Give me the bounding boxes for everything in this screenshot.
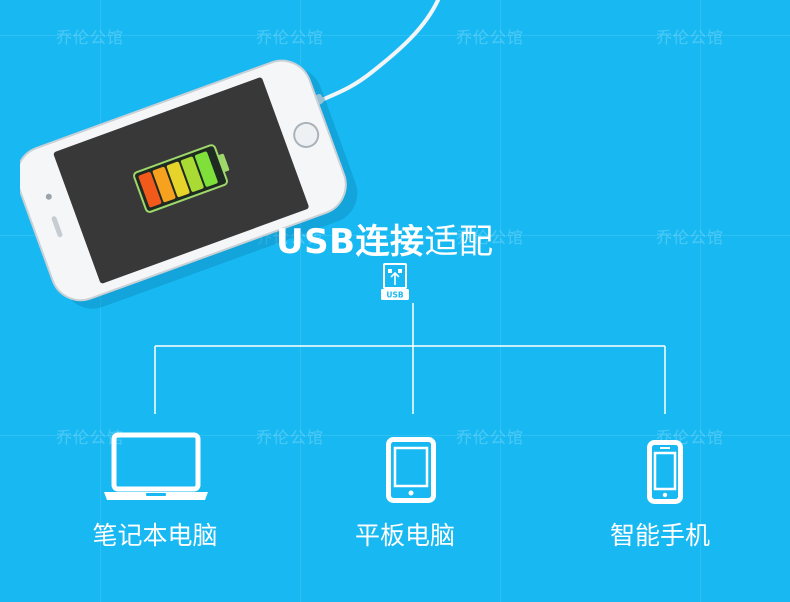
title-strong: USB连接 <box>276 222 425 262</box>
charging-cable <box>320 0 440 102</box>
grid-line <box>300 0 301 602</box>
tablet-icon <box>386 437 436 503</box>
grid-line <box>0 435 790 436</box>
watermark: 乔伦公馆 <box>256 428 325 447</box>
device-label-tablet: 平板电脑 <box>354 521 455 550</box>
watermark: 乔伦公馆 <box>456 228 525 247</box>
device-label-laptop: 笔记本电脑 <box>92 521 218 550</box>
watermark: 乔伦公馆 <box>56 28 125 47</box>
usb-icon-label: USB <box>386 291 403 300</box>
battery-icon <box>133 144 230 213</box>
charging-phone-illustration <box>20 0 440 309</box>
grid-line <box>100 0 101 602</box>
smartphone-icon <box>647 440 683 504</box>
page-title: USB连接适配 <box>276 214 494 263</box>
grid-line <box>500 0 501 602</box>
title-light: 适配 <box>424 222 494 262</box>
watermark: 乔伦公馆 <box>656 228 725 247</box>
watermark: 乔伦公馆 <box>456 428 525 447</box>
watermark: 乔伦公馆 <box>56 428 125 447</box>
watermark: 乔伦公馆 <box>456 28 525 47</box>
home-button <box>293 121 320 148</box>
usb-icon: USB <box>381 263 409 300</box>
grid-line <box>0 235 790 236</box>
device-label-smartphone: 智能手机 <box>609 521 710 550</box>
grid-line <box>700 0 701 602</box>
grid-line <box>0 35 790 36</box>
watermark: 乔伦公馆 <box>656 28 725 47</box>
laptop-icon <box>104 432 208 500</box>
watermark: 乔伦公馆 <box>256 28 325 47</box>
